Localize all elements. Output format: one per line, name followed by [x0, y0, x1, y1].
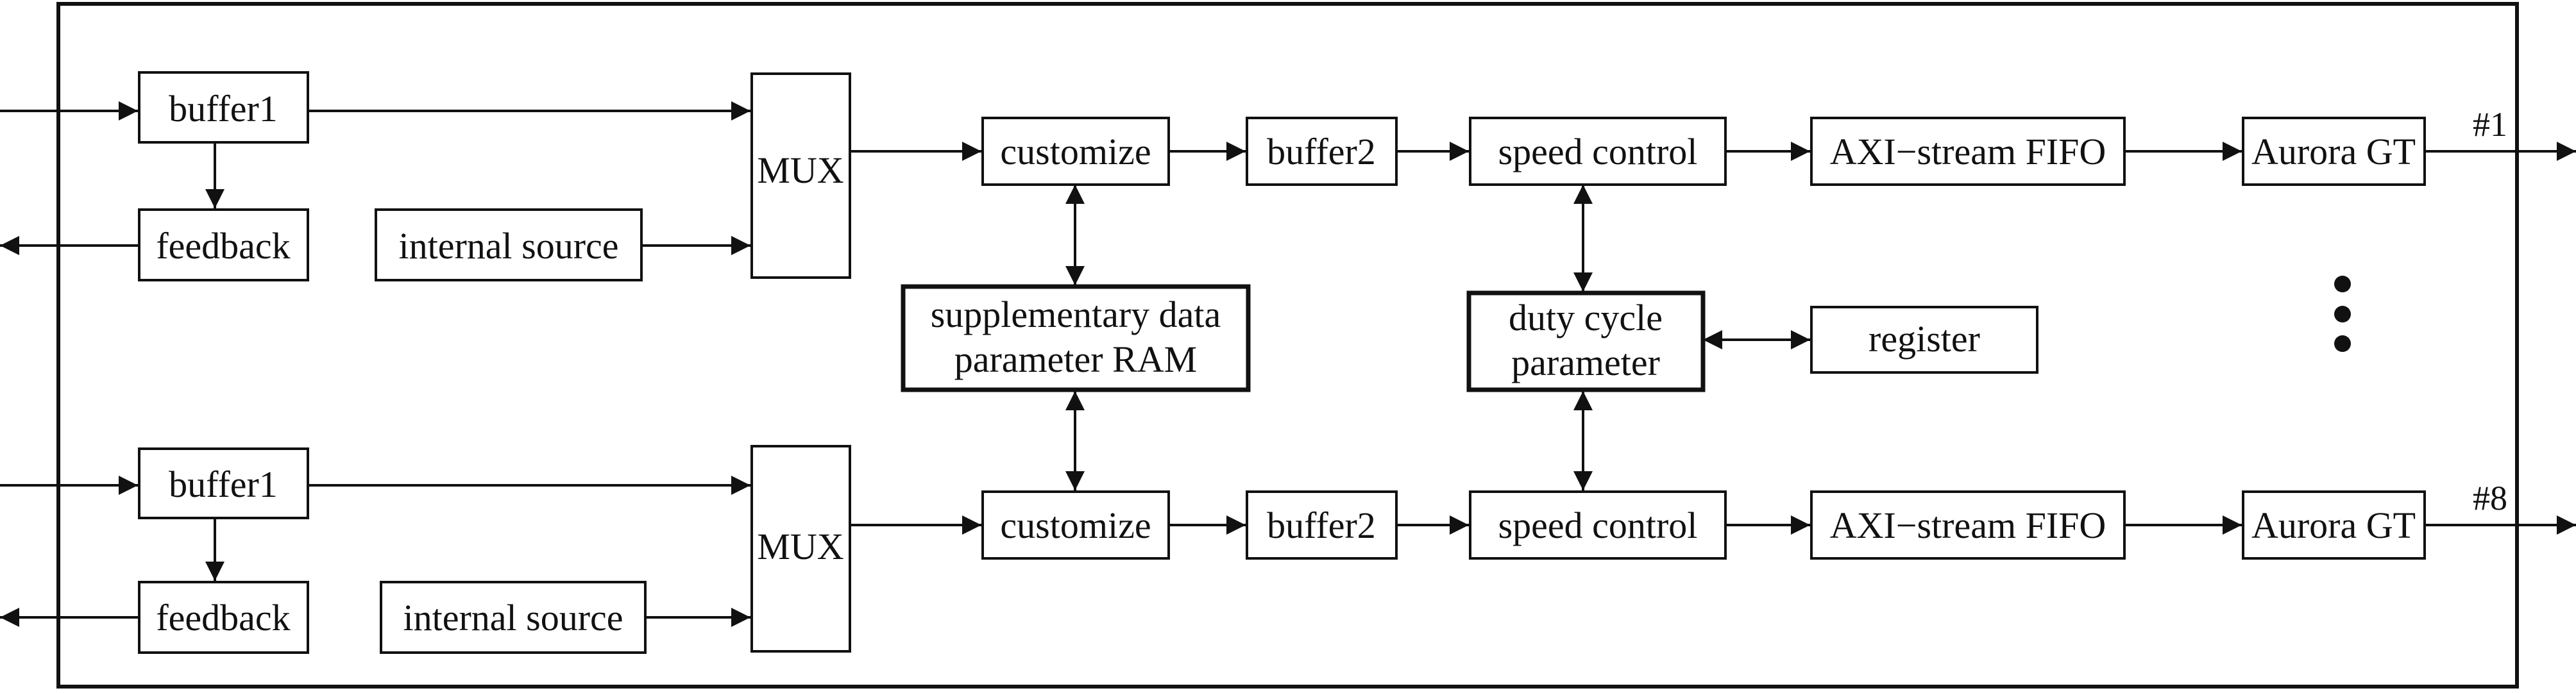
speed-control-label-8: speed control	[1498, 505, 1698, 546]
buffer2-label-1: buffer2	[1267, 131, 1376, 172]
supplementary-ram-label-line1: supplementary data	[931, 294, 1221, 335]
buffer2-box-8	[1246, 490, 1398, 560]
axi-stream-fifo-label-8: AXI−stream FIFO	[1830, 505, 2106, 546]
feedback-label-8: feedback	[156, 597, 290, 639]
axi-stream-fifo-box-8	[1810, 490, 2126, 560]
channel-8: buffer1 feedback internal source MUX cus…	[0, 391, 2576, 654]
customize-box-1	[981, 117, 1170, 186]
ellipsis-dot-3	[2334, 335, 2351, 352]
aurora-gt-label-8: Aurora GT	[2251, 505, 2416, 546]
internal-source-box-1	[375, 208, 643, 281]
channel-number-label-1: #1	[2473, 105, 2507, 144]
register-label: register	[1868, 318, 1980, 360]
channel-number-label-8: #8	[2473, 479, 2507, 517]
speed-control-label-1: speed control	[1498, 131, 1698, 172]
aurora-gt-box-1	[2242, 117, 2426, 186]
axi-stream-fifo-label-1: AXI−stream FIFO	[1830, 131, 2106, 172]
feedback-box-8	[138, 581, 309, 654]
customize-label-1: customize	[1000, 131, 1151, 172]
mux-box-1	[750, 72, 851, 279]
buffer1-box-1	[138, 71, 309, 144]
buffer1-label-1: buffer1	[169, 88, 278, 129]
buffer1-label-8: buffer1	[169, 463, 278, 505]
aurora-gt-box-8	[2242, 490, 2426, 560]
duty-cycle-label-line1: duty cycle	[1509, 297, 1663, 338]
buffer2-label-8: buffer2	[1267, 505, 1376, 546]
internal-source-label-1: internal source	[398, 225, 618, 267]
duty-cycle-parameter-box	[1466, 290, 1706, 392]
mux-label-8: MUX	[757, 526, 843, 567]
customize-label-8: customize	[1000, 505, 1151, 546]
feedback-box-1	[138, 208, 309, 281]
feedback-label-1: feedback	[156, 225, 290, 267]
speed-control-box-8	[1469, 490, 1727, 560]
axi-stream-fifo-box-1	[1810, 117, 2126, 186]
supplementary-ram-box	[901, 284, 1251, 392]
aurora-gt-label-1: Aurora GT	[2251, 131, 2416, 172]
ellipsis-dot-1	[2334, 276, 2351, 292]
buffer2-box-1	[1246, 117, 1398, 186]
supplementary-ram-label-line2: parameter RAM	[954, 338, 1197, 380]
buffer1-box-8	[138, 447, 309, 519]
mux-box-8	[750, 445, 851, 653]
internal-source-label-8: internal source	[403, 597, 623, 639]
channel-1: buffer1 feedback internal source MUX cus…	[0, 71, 2576, 292]
register-box	[1810, 306, 2038, 374]
duty-cycle-label-line2: parameter	[1511, 342, 1660, 383]
speed-control-box-1	[1469, 117, 1727, 186]
mux-label-1: MUX	[757, 149, 843, 191]
outer-frame	[56, 2, 2519, 689]
internal-source-box-8	[380, 581, 647, 654]
ellipsis-dot-2	[2334, 306, 2351, 322]
customize-box-8	[981, 490, 1170, 560]
